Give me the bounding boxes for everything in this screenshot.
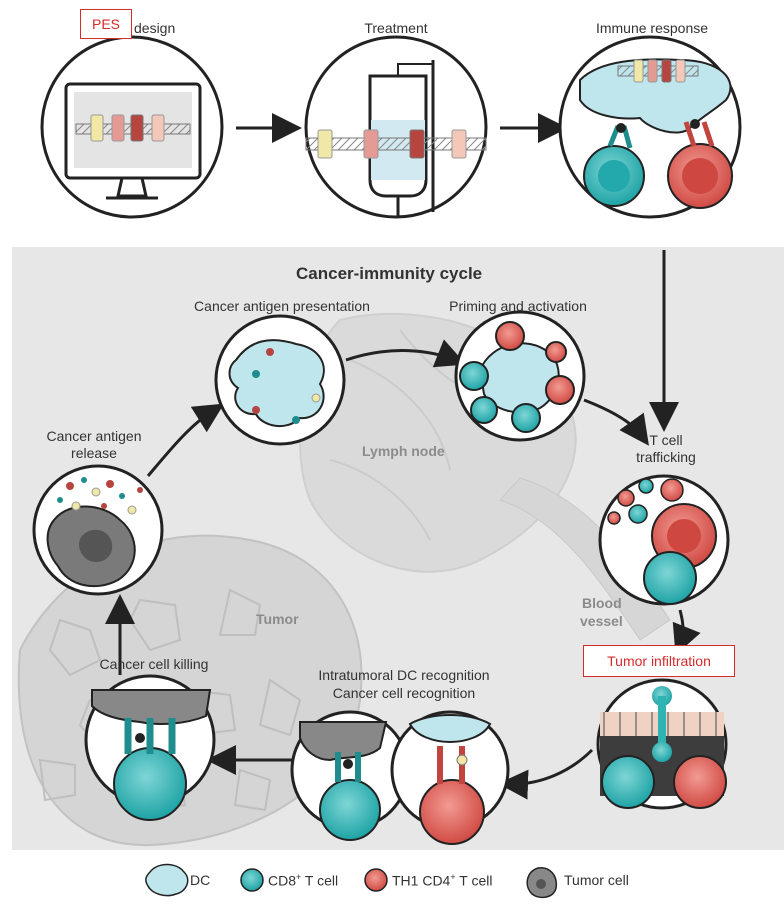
legend-th1-text: TH1 CD4 [392, 872, 451, 889]
blood-vessel-label-1: Blood [582, 595, 622, 611]
legend-cd8-tail: T cell [301, 872, 339, 889]
legend-tumor-cell-label: Tumor cell [564, 872, 629, 888]
immune-response-label: Immune response [595, 20, 709, 36]
legend-th1-icon [364, 868, 388, 892]
legend-cd8-text: CD8 [268, 872, 297, 889]
priming-label: Priming and activation [449, 298, 587, 314]
tumor-infiltration-annotation-box: Tumor infiltration [583, 645, 735, 677]
pes-annotation-box: PES [80, 9, 132, 39]
design-label: design [134, 20, 176, 36]
lymph-node-label: Lymph node [362, 443, 445, 459]
legend-th1-sup: + [450, 872, 456, 882]
legend-th1-label: TH1 CD4+ T cell [392, 872, 492, 889]
cycle-title: Cancer-immunity cycle [296, 264, 483, 283]
killing-label: Cancer cell killing [99, 656, 209, 672]
blood-vessel-shape [499, 477, 671, 641]
blood-vessel-label-2: vessel [580, 613, 623, 629]
antigen-release-label-2: release [71, 445, 117, 461]
legend-cd8-icon [240, 868, 264, 892]
legend-cd8-sup: + [296, 872, 302, 882]
legend-cd8-label: CD8+ T cell [268, 872, 338, 889]
antigen-release-label-1: Cancer antigen [46, 428, 142, 444]
tumor-label: Tumor [256, 611, 299, 627]
legend-dc-label: DC [190, 872, 211, 888]
intratumoral-label-1: Intratumoral DC recognition [318, 667, 490, 683]
antigen-presentation-label: Cancer antigen presentation [194, 298, 370, 314]
treatment-label: Treatment [364, 20, 428, 36]
trafficking-label-2: trafficking [636, 449, 696, 465]
trafficking-label-1: T cell [649, 432, 683, 448]
intratumoral-label-2: Cancer cell recognition [332, 685, 476, 701]
legend-th1-tail: T cell [455, 872, 493, 889]
legend-dc-icon [145, 863, 189, 897]
legend [145, 863, 558, 899]
